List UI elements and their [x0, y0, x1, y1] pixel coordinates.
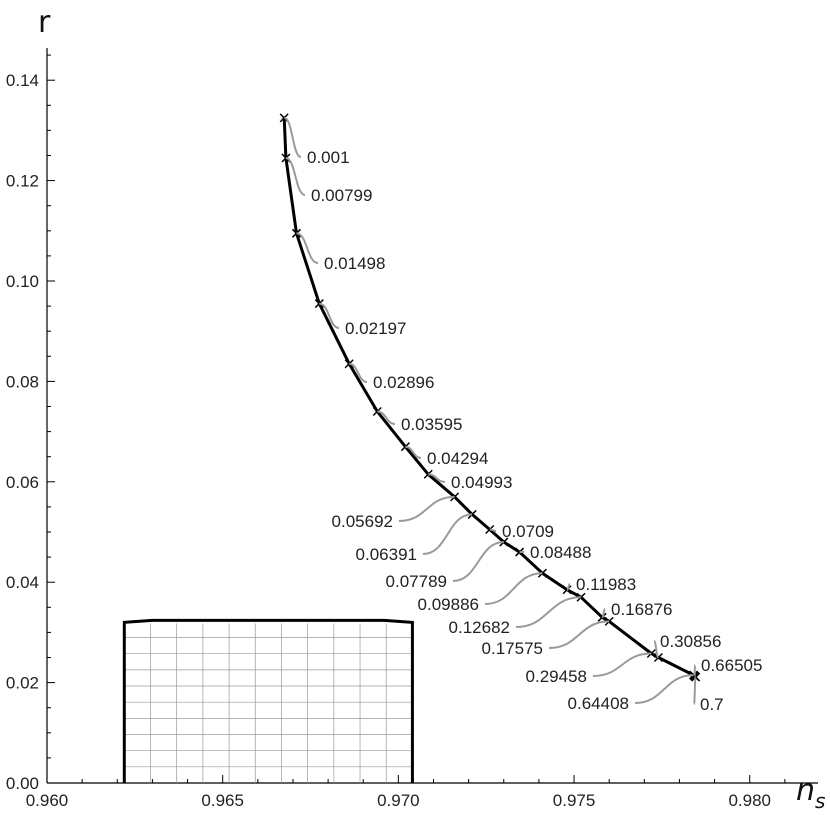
marker-stroke	[279, 113, 289, 123]
x-tick-label: 0.980	[728, 791, 771, 810]
label-leader-line	[484, 572, 543, 605]
y-axis-label: r	[38, 5, 51, 40]
label-leader-line	[548, 620, 610, 649]
region-border	[122, 618, 414, 783]
marker-stroke	[515, 547, 525, 557]
marker-stroke	[467, 509, 477, 519]
y-tick-label: 0.08	[6, 372, 39, 391]
label-leader-line	[634, 674, 694, 704]
x-axis-label: ns	[796, 773, 825, 813]
point-marker	[467, 509, 477, 519]
x-tick-label: 0.965	[201, 791, 244, 810]
point-marker	[372, 406, 382, 417]
label-leader-line	[422, 513, 473, 555]
point-label: 0.06391	[356, 545, 417, 564]
point-marker	[537, 568, 547, 578]
point-marker	[597, 612, 607, 622]
point-label: 0.12682	[449, 618, 510, 637]
label-leader-line	[405, 445, 422, 459]
label-leader-line	[693, 676, 697, 705]
point-label: 0.01498	[324, 254, 385, 273]
label-leader-line	[398, 495, 455, 522]
y-tick-label: 0.12	[6, 172, 39, 191]
label-leader-line	[296, 232, 319, 264]
point-label: 0.07789	[386, 572, 447, 591]
marker-stroke	[291, 228, 301, 238]
point-marker	[291, 228, 301, 238]
point-label: 0.30856	[660, 632, 721, 651]
marker-stroke	[597, 612, 607, 622]
label-leader-line	[319, 302, 340, 329]
label-leader-line	[566, 583, 571, 591]
x-tick-label: 0.970	[377, 791, 420, 810]
point-label: 0.03595	[401, 415, 462, 434]
axes: 0.00 0.02 0.04 0.06 0.08 0.10 0.12 0.14 0.960 0.9…	[6, 48, 818, 810]
x-tick-label: 0.975	[553, 791, 596, 810]
marker-stroke	[344, 359, 354, 369]
point-label: 0.17575	[482, 639, 543, 658]
point-label: 0.64408	[568, 694, 629, 713]
label-leader-line	[653, 640, 660, 659]
point-label: 0.04294	[427, 449, 488, 468]
point-label: 0.16876	[611, 600, 672, 619]
point-marker	[646, 648, 656, 659]
x-tick-label: 0.960	[26, 791, 69, 810]
point-label: 0.05692	[332, 512, 393, 531]
marker-stroke	[691, 672, 701, 682]
point-label: 0.66505	[701, 656, 762, 675]
point-marker	[515, 547, 525, 557]
point-label: 0.08488	[530, 543, 591, 562]
x-axis-label-main: n	[796, 773, 815, 808]
point-marker	[344, 359, 354, 369]
point-label: 0.7	[700, 695, 724, 714]
x-axis-label-subscript: s	[815, 789, 825, 813]
y-tick-label: 0.02	[6, 674, 39, 693]
label-leader-line	[601, 608, 606, 619]
y-tick-label: 0.14	[6, 71, 39, 90]
point-label: 0.00799	[311, 186, 372, 205]
point-label: 0.11983	[576, 575, 636, 594]
y-tick-label: 0.06	[6, 473, 39, 492]
label-leader-line	[285, 157, 306, 196]
label-leader-line	[452, 541, 504, 582]
point-label: 0.02896	[373, 373, 434, 392]
marker-stroke	[537, 568, 547, 578]
label-leader-line	[377, 410, 396, 425]
label-leader-line	[283, 116, 302, 158]
y-tick-label: 0.00	[6, 774, 39, 793]
label-leader-line	[592, 652, 652, 677]
point-label: 0.001	[307, 148, 350, 167]
label-leader-line	[489, 528, 497, 532]
label-leader-line	[348, 362, 368, 383]
marker-stroke	[400, 442, 410, 452]
point-label: 0.02197	[345, 319, 406, 338]
label-leader-line	[515, 596, 582, 628]
y-tick-label: 0.10	[6, 272, 39, 291]
point-label: 0.04993	[451, 473, 512, 492]
point-label: 0.0709	[502, 522, 554, 541]
point-labels: 0.001 0.00799 0.01498 0.02197 0.02896 0.03595…	[283, 116, 762, 714]
constraint-region	[122, 618, 414, 783]
point-label: 0.09886	[418, 595, 479, 614]
marker-stroke	[646, 648, 656, 659]
marker-stroke	[372, 406, 382, 417]
label-leader-line	[428, 473, 446, 483]
y-tick-label: 0.04	[6, 573, 39, 592]
point-marker	[400, 442, 410, 452]
point-label: 0.29458	[526, 667, 587, 686]
